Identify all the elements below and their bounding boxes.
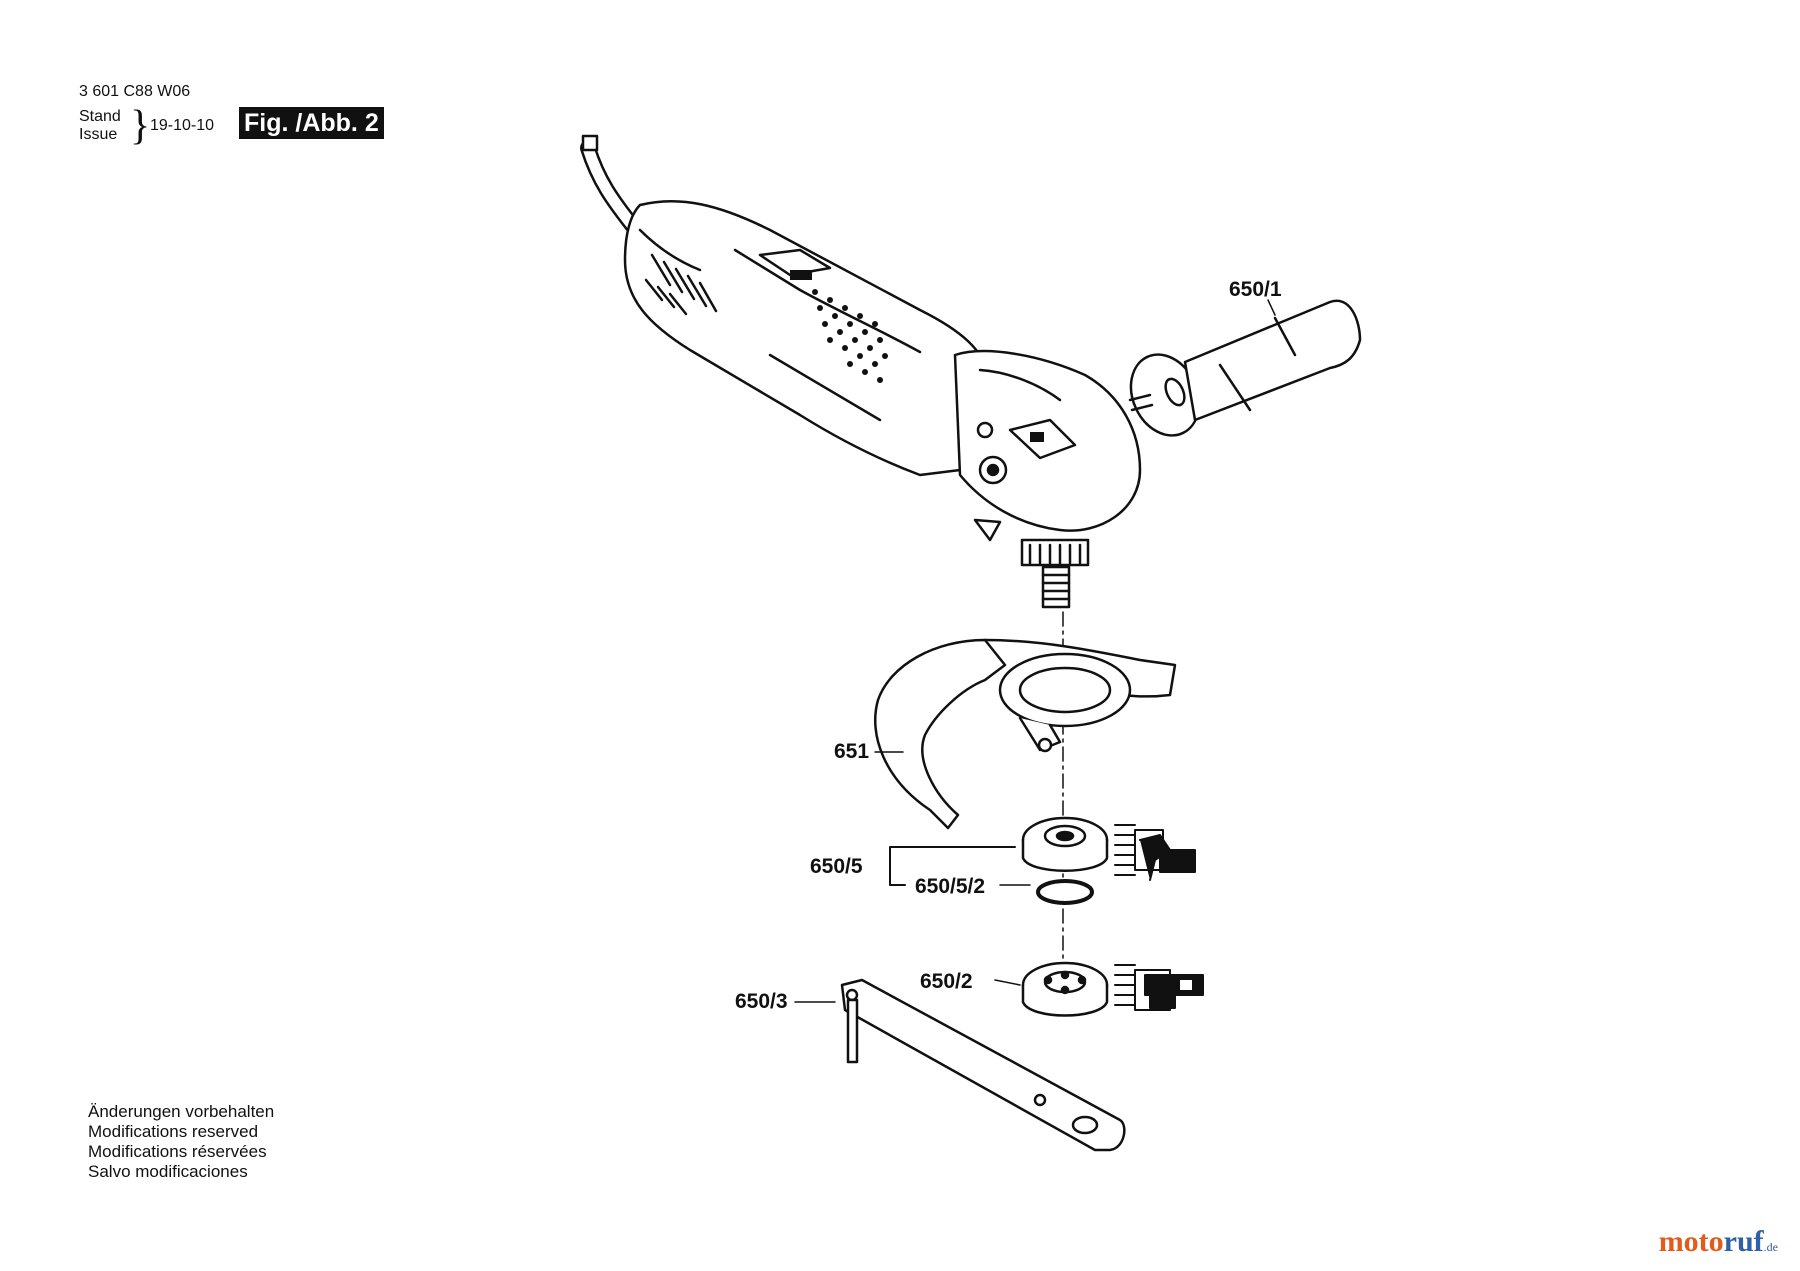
part-number: 3 601 C88 W06 <box>79 83 191 100</box>
issue-label: Issue <box>79 126 118 143</box>
flange-profile-icon <box>1114 824 1196 881</box>
mounting-flange <box>1021 816 1109 872</box>
modification-notes: Änderungen vorbehalten Modifications res… <box>88 1102 274 1182</box>
label-650-5: 650/5 <box>810 855 863 878</box>
label-650-5-2: 650/5/2 <box>915 875 986 898</box>
grinder-body <box>623 199 1142 609</box>
clamping-nut <box>1021 961 1109 1017</box>
nut-profile-icon <box>1114 964 1204 1011</box>
label-651: 651 <box>834 740 870 763</box>
watermark-part1: moto <box>1658 1225 1724 1258</box>
figure-label: Fig. /Abb. 2 <box>239 107 384 139</box>
watermark-suffix: .de <box>1763 1240 1778 1254</box>
brace-symbol: } <box>130 103 151 149</box>
note-es: Salvo modificaciones <box>88 1162 248 1181</box>
note-en: Modifications reserved <box>88 1122 259 1141</box>
watermark-part2: ruf <box>1723 1225 1764 1258</box>
label-650-3: 650/3 <box>735 990 788 1013</box>
note-de: Änderungen vorbehalten <box>88 1102 275 1121</box>
wheel-guard <box>874 638 1177 830</box>
side-handle <box>1128 299 1362 437</box>
label-650-2: 650/2 <box>920 970 973 993</box>
o-ring <box>1036 879 1094 905</box>
watermark-logo: motoruf.de <box>1659 1225 1778 1259</box>
issue-date: 19-10-10 <box>150 117 215 134</box>
note-fr: Modifications réservées <box>88 1142 267 1161</box>
label-650-1: 650/1 <box>1229 278 1282 301</box>
pin-wrench <box>840 978 1126 1152</box>
stand-label: Stand <box>79 108 121 125</box>
power-cord <box>580 134 644 238</box>
